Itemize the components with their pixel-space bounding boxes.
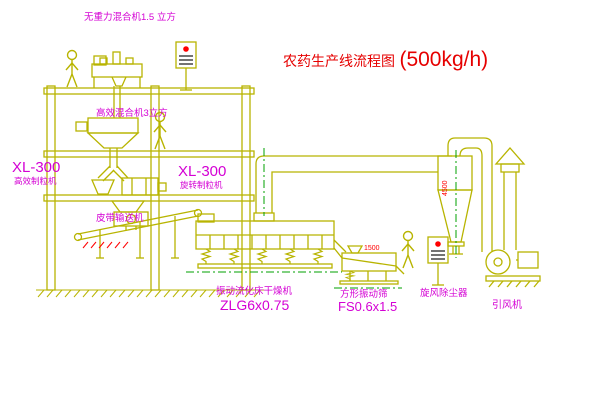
belt-conveyor (73, 208, 203, 259)
fluid-bed-dryer (195, 212, 347, 269)
control-panel-1 (175, 41, 197, 91)
ground-hatch (36, 289, 264, 298)
label-fan: 引风机 (492, 298, 522, 311)
y-splitter-pipe (97, 165, 129, 182)
label-top-mixer: 无重力混合机1.5 立方 (84, 11, 176, 23)
person-3 (401, 230, 415, 269)
downcomer-duct (447, 137, 493, 252)
centerlines (186, 148, 457, 289)
cyclone (437, 155, 473, 255)
label-dryer-model: ZLG6x0.75 (220, 297, 289, 313)
label-mixer2: 高效混合机3立方 (96, 107, 168, 119)
granulator-right (121, 177, 167, 196)
vibrating-sieve (339, 245, 405, 285)
label-granulator-left-name: 高效制粒机 (14, 176, 57, 186)
title-spec: (500kg/h) (399, 48, 488, 71)
label-cyclone: 旋风除尘器 (420, 287, 468, 299)
page-title: 农药生产线流程图 (500kg/h) (283, 48, 488, 71)
dim-sieve: 1500 (364, 245, 380, 252)
induced-draft-fan (485, 249, 541, 288)
granulator-left (91, 179, 115, 195)
mixer-2 (75, 117, 140, 168)
label-dryer-name: 振动流化床干燥机 (216, 285, 293, 297)
exhaust-duct (255, 155, 452, 213)
platform-hatch (82, 241, 129, 249)
person-1 (65, 49, 79, 88)
dim-cyclone: 4500 (442, 180, 449, 196)
mixer-top (91, 51, 143, 118)
label-sieve-name: 方形振动筛 (340, 288, 388, 300)
label-conveyor: 皮带输送机 (96, 212, 144, 224)
label-granulator-right-model: XL-300 (178, 163, 226, 180)
label-sieve-model: FS0.6x1.5 (338, 299, 397, 314)
label-granulator-left-model: XL-300 (12, 159, 60, 176)
title-name: 农药生产线流程图 (283, 53, 395, 69)
control-panel-2 (427, 236, 449, 286)
exhaust-stack (494, 147, 526, 250)
label-granulator-right-name: 旋转制粒机 (180, 180, 223, 190)
